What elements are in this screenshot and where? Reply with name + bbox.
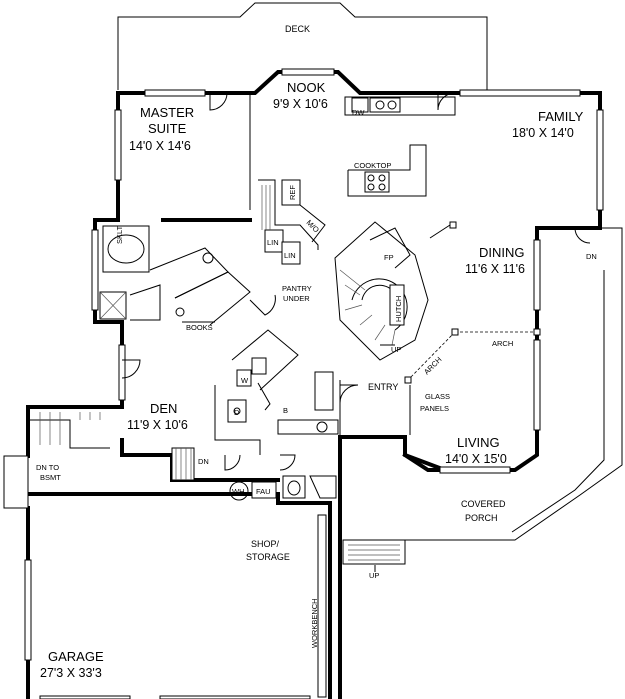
- kitchen: [258, 96, 456, 265]
- porch-up-label: UP: [369, 571, 379, 580]
- master-name-1: MASTER: [140, 105, 194, 120]
- porch-line-2: PORCH: [465, 513, 498, 523]
- arch-label-1: ARCH: [492, 339, 513, 348]
- garage-name: GARAGE: [48, 649, 104, 664]
- den-name: DEN: [150, 401, 177, 416]
- arch-label-2: ARCH: [422, 355, 443, 376]
- b-label: B: [283, 406, 288, 415]
- shop-line-2: STORAGE: [246, 552, 290, 562]
- ref-label: REF: [288, 185, 297, 200]
- master-dim: 14'0 X 14'6: [129, 139, 191, 153]
- family-name: FAMILY: [538, 109, 584, 124]
- stair: [334, 221, 429, 361]
- lin-label-1: LIN: [267, 238, 279, 247]
- living-dim: 14'0 X 15'0: [445, 452, 507, 466]
- wh-label: WH: [232, 487, 245, 496]
- dining-name: DINING: [479, 245, 525, 260]
- lin-label-2: LIN: [284, 251, 296, 260]
- den-dn-label: DN: [198, 457, 209, 466]
- bsmt-label-1: DN TO: [36, 463, 59, 472]
- utility: [214, 329, 339, 501]
- doors: [121, 92, 591, 471]
- den-dim: 11'9 X 10'6: [127, 418, 188, 432]
- deck: [117, 2, 488, 90]
- nook-name: NOOK: [287, 80, 326, 95]
- dining-dim: 11'6 X 11'6: [465, 262, 525, 276]
- pantry-label-2: UNDER: [283, 294, 310, 303]
- living-name: LIVING: [457, 435, 500, 450]
- covered-porch: [342, 227, 623, 572]
- den-stairs: [3, 412, 327, 698]
- family-dim: 18'0 X 14'0: [512, 126, 574, 140]
- entry-label: ENTRY: [368, 382, 398, 392]
- porch-line-1: COVERED: [461, 499, 506, 509]
- sklt-label: SKLT: [115, 225, 124, 244]
- washer-label: W: [241, 376, 249, 385]
- books-label: BOOKS: [186, 323, 213, 332]
- stair-up-label: UP: [391, 345, 401, 354]
- dining-dn-label: DN: [586, 252, 597, 261]
- shop-line-1: SHOP/: [251, 539, 280, 549]
- nook-dim: 9'9 X 10'6: [273, 97, 328, 111]
- glass-label-1: GLASS: [425, 392, 450, 401]
- master-name-2: SUITE: [148, 121, 187, 136]
- fau-label: FAU: [256, 487, 271, 496]
- cooktop-label: COOKTOP: [354, 161, 391, 170]
- fp-label: FP: [384, 253, 394, 262]
- pantry-label-1: PANTRY: [282, 284, 312, 293]
- workbench-label: WORKBENCH: [310, 598, 319, 648]
- deck-label: DECK: [285, 24, 310, 34]
- master-bath: [99, 225, 251, 326]
- hutch-label: HUTCH: [394, 296, 403, 322]
- glass-label-2: PANELS: [420, 404, 449, 413]
- garage-dim: 27'3 X 33'3: [40, 666, 102, 680]
- dw-label: DW: [352, 108, 365, 117]
- windows: [24, 68, 604, 699]
- bsmt-label-2: BSMT: [40, 473, 61, 482]
- walls: [26, 70, 602, 699]
- arches: [404, 221, 541, 435]
- dryer-label: D: [234, 408, 240, 417]
